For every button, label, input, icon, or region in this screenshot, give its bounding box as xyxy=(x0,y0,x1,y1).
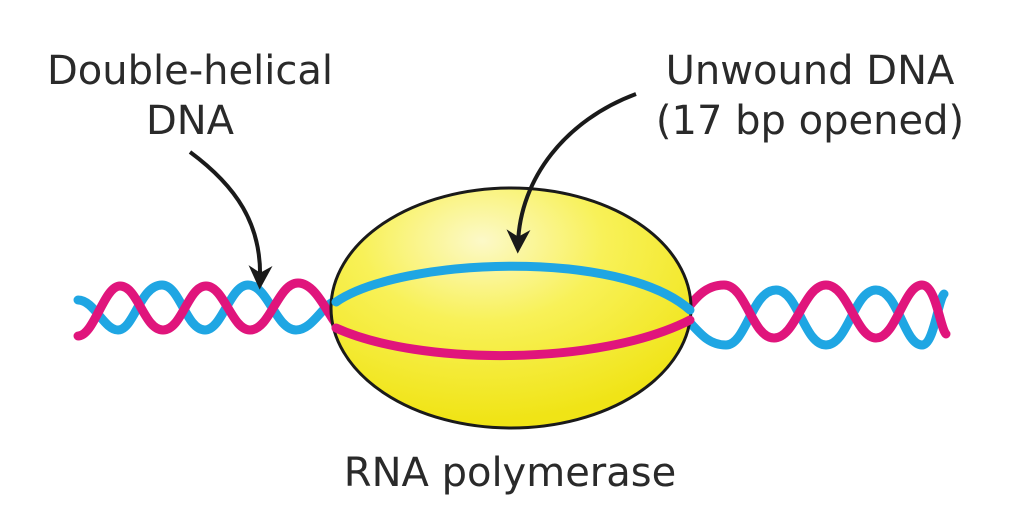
double-helical-dna-label: Double-helical DNA xyxy=(20,46,360,146)
double-helical-label-line1: Double-helical xyxy=(47,48,333,94)
unwound-magenta-strand xyxy=(331,315,695,360)
unwound-label-line1: Unwound DNA xyxy=(665,48,955,94)
left-helix-magenta-strand xyxy=(73,278,347,341)
rna-polymerase-label: RNA polymerase xyxy=(343,450,677,496)
unwound-label-line2: (17 bp opened) xyxy=(655,98,965,144)
double-helical-arrow xyxy=(188,150,273,290)
right-helix-magenta-strand xyxy=(675,280,951,343)
right-helix-blue-strand xyxy=(675,285,949,350)
unwound-arrow xyxy=(506,92,637,254)
unwound-dna xyxy=(331,261,695,360)
left-double-helix xyxy=(73,278,347,341)
left-helix-blue-strand xyxy=(73,280,345,335)
double-helical-label-line2: DNA xyxy=(145,98,235,144)
rna-polymerase-body xyxy=(329,186,693,430)
unwound-blue-strand xyxy=(331,261,695,315)
right-double-helix xyxy=(675,280,951,350)
unwound-dna-label: Unwound DNA (17 bp opened) xyxy=(620,46,1000,146)
